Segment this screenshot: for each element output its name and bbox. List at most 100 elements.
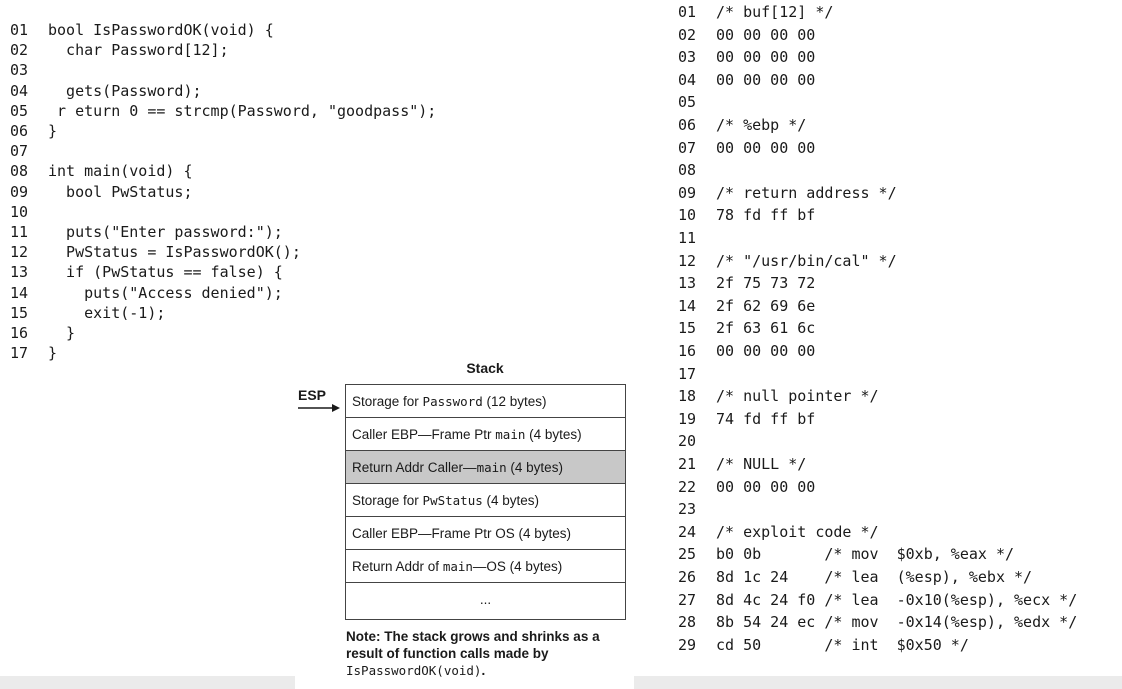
stack-cell-pre: Caller EBP—Frame Ptr OS (4 bytes) (352, 526, 572, 541)
code-text: /* %ebp */ (716, 116, 807, 134)
stack-cell: Return Addr Caller—main (4 bytes) (346, 451, 625, 484)
stack-cell: Return Addr of main—OS (4 bytes) (346, 550, 625, 583)
line-number: 29 (678, 635, 697, 654)
esp-label: ESP (298, 387, 327, 403)
code-line: 20 (678, 431, 716, 451)
stack-cell: Caller EBP—Frame Ptr OS (4 bytes) (346, 517, 625, 550)
code-line: 05 (678, 92, 716, 112)
code-line: 06} (10, 121, 57, 141)
line-number: 16 (678, 342, 697, 360)
code-line: 07 (10, 141, 48, 161)
line-number: 06 (678, 116, 697, 134)
code-line: 24/* exploit code */ (678, 522, 879, 542)
line-number: 28 (678, 613, 697, 632)
code-line: 01 /* buf[12] */ (678, 2, 833, 22)
stack-cell-post: (4 bytes) (506, 460, 563, 475)
stack-cell-code: main (442, 559, 473, 574)
stack-cell-post: (12 bytes) (482, 394, 547, 409)
line-number: 07 (10, 142, 29, 161)
code-line: 11 puts("Enter password:"); (10, 222, 283, 242)
code-line: 23 (678, 499, 716, 519)
code-text: char Password[12]; (48, 41, 229, 60)
line-number: 15 (10, 303, 29, 322)
code-text: 2f 75 73 72 (716, 274, 816, 293)
line-number: 12 (678, 251, 697, 270)
line-number: 13 (678, 274, 697, 293)
line-number: 14 (10, 283, 29, 302)
code-text: /* return address */ (716, 183, 897, 202)
code-text: 74 fd ff bf (716, 409, 816, 428)
line-number: 20 (678, 432, 697, 451)
code-line: 09/* return address */ (678, 183, 897, 203)
stack-cell-pre: Return Addr of (352, 559, 443, 574)
line-number: 23 (678, 500, 697, 519)
stack-cell-pre: Caller EBP—Frame Ptr (352, 427, 496, 442)
code-line: 11 (678, 228, 716, 248)
line-number: 07 (678, 138, 697, 157)
code-text: /* NULL */ (716, 455, 807, 473)
line-number: 08 (678, 161, 697, 180)
code-line: 06 /* %ebp */ (678, 115, 806, 135)
code-text: r eturn 0 == strcmp(Password, "goodpass"… (48, 101, 437, 120)
line-number: 01 (678, 3, 697, 21)
line-number: 17 (10, 344, 29, 363)
code-line: 08 (678, 160, 716, 180)
code-line: 17} (10, 343, 57, 363)
code-line: 28 8b 54 24 ec /* mov -0x14(%esp), %edx *… (678, 612, 1077, 632)
code-text: 8d 4c 24 f0 /* lea -0x10(%esp), %ecx */ (716, 590, 1078, 609)
code-text: gets(Password); (48, 81, 202, 100)
code-line: 26 8d 1c 24 /* lea (%esp), %ebx */ (678, 567, 1032, 587)
esp-arrow-icon (298, 404, 340, 412)
line-number: 05 (678, 93, 697, 112)
code-text: } (48, 122, 58, 140)
code-text: 8d 1c 24 /* lea (%esp), %ebx */ (716, 568, 1033, 586)
stack-cell-pre: ... (479, 592, 492, 607)
code-line: 13 if (PwStatus == false) { (10, 262, 283, 282)
stack-note: Note: The stack grows and shrinks as a r… (346, 628, 636, 679)
code-text: puts("Enter password:"); (48, 223, 283, 241)
line-number: 11 (10, 223, 29, 241)
line-number: 12 (10, 243, 29, 262)
line-number: 26 (678, 568, 697, 586)
code-text: 8b 54 24 ec /* mov -0x14(%esp), %edx */ (716, 613, 1078, 632)
line-number: 02 (678, 25, 697, 44)
note-end: . (481, 663, 486, 678)
code-text: 78 fd ff bf (716, 206, 816, 225)
stack-cell-post: (4 bytes) (525, 427, 582, 442)
line-number: 10 (10, 202, 29, 221)
line-number: 09 (10, 182, 29, 201)
stack-cell-code: PwStatus (422, 493, 483, 508)
code-line: 03 (10, 60, 48, 80)
code-line: 09 bool PwStatus; (10, 182, 193, 202)
stack-cell-pre: Storage for (352, 394, 423, 409)
line-number: 03 (10, 61, 29, 80)
code-text: 00 00 00 00 (716, 477, 816, 496)
code-text: bool PwStatus; (48, 182, 193, 201)
stack-cell-pre: Return Addr Caller— (352, 460, 477, 475)
line-number: 25 (678, 545, 697, 564)
line-number: 04 (678, 70, 697, 89)
line-number: 04 (10, 81, 29, 100)
code-text: /* null pointer */ (716, 387, 879, 406)
code-line: 16 } (10, 323, 75, 343)
code-line: 04 gets(Password); (10, 81, 202, 101)
bottom-divider-left (0, 676, 295, 689)
code-text: 00 00 00 00 (716, 138, 816, 157)
code-text: /* buf[12] */ (716, 3, 834, 21)
code-text: } (48, 324, 76, 342)
code-text: puts("Access denied"); (48, 283, 283, 302)
code-text: } (48, 344, 58, 363)
code-text: 2f 62 69 6e (716, 296, 816, 315)
code-text: PwStatus = IsPasswordOK(); (48, 243, 301, 262)
line-number: 16 (10, 324, 29, 342)
